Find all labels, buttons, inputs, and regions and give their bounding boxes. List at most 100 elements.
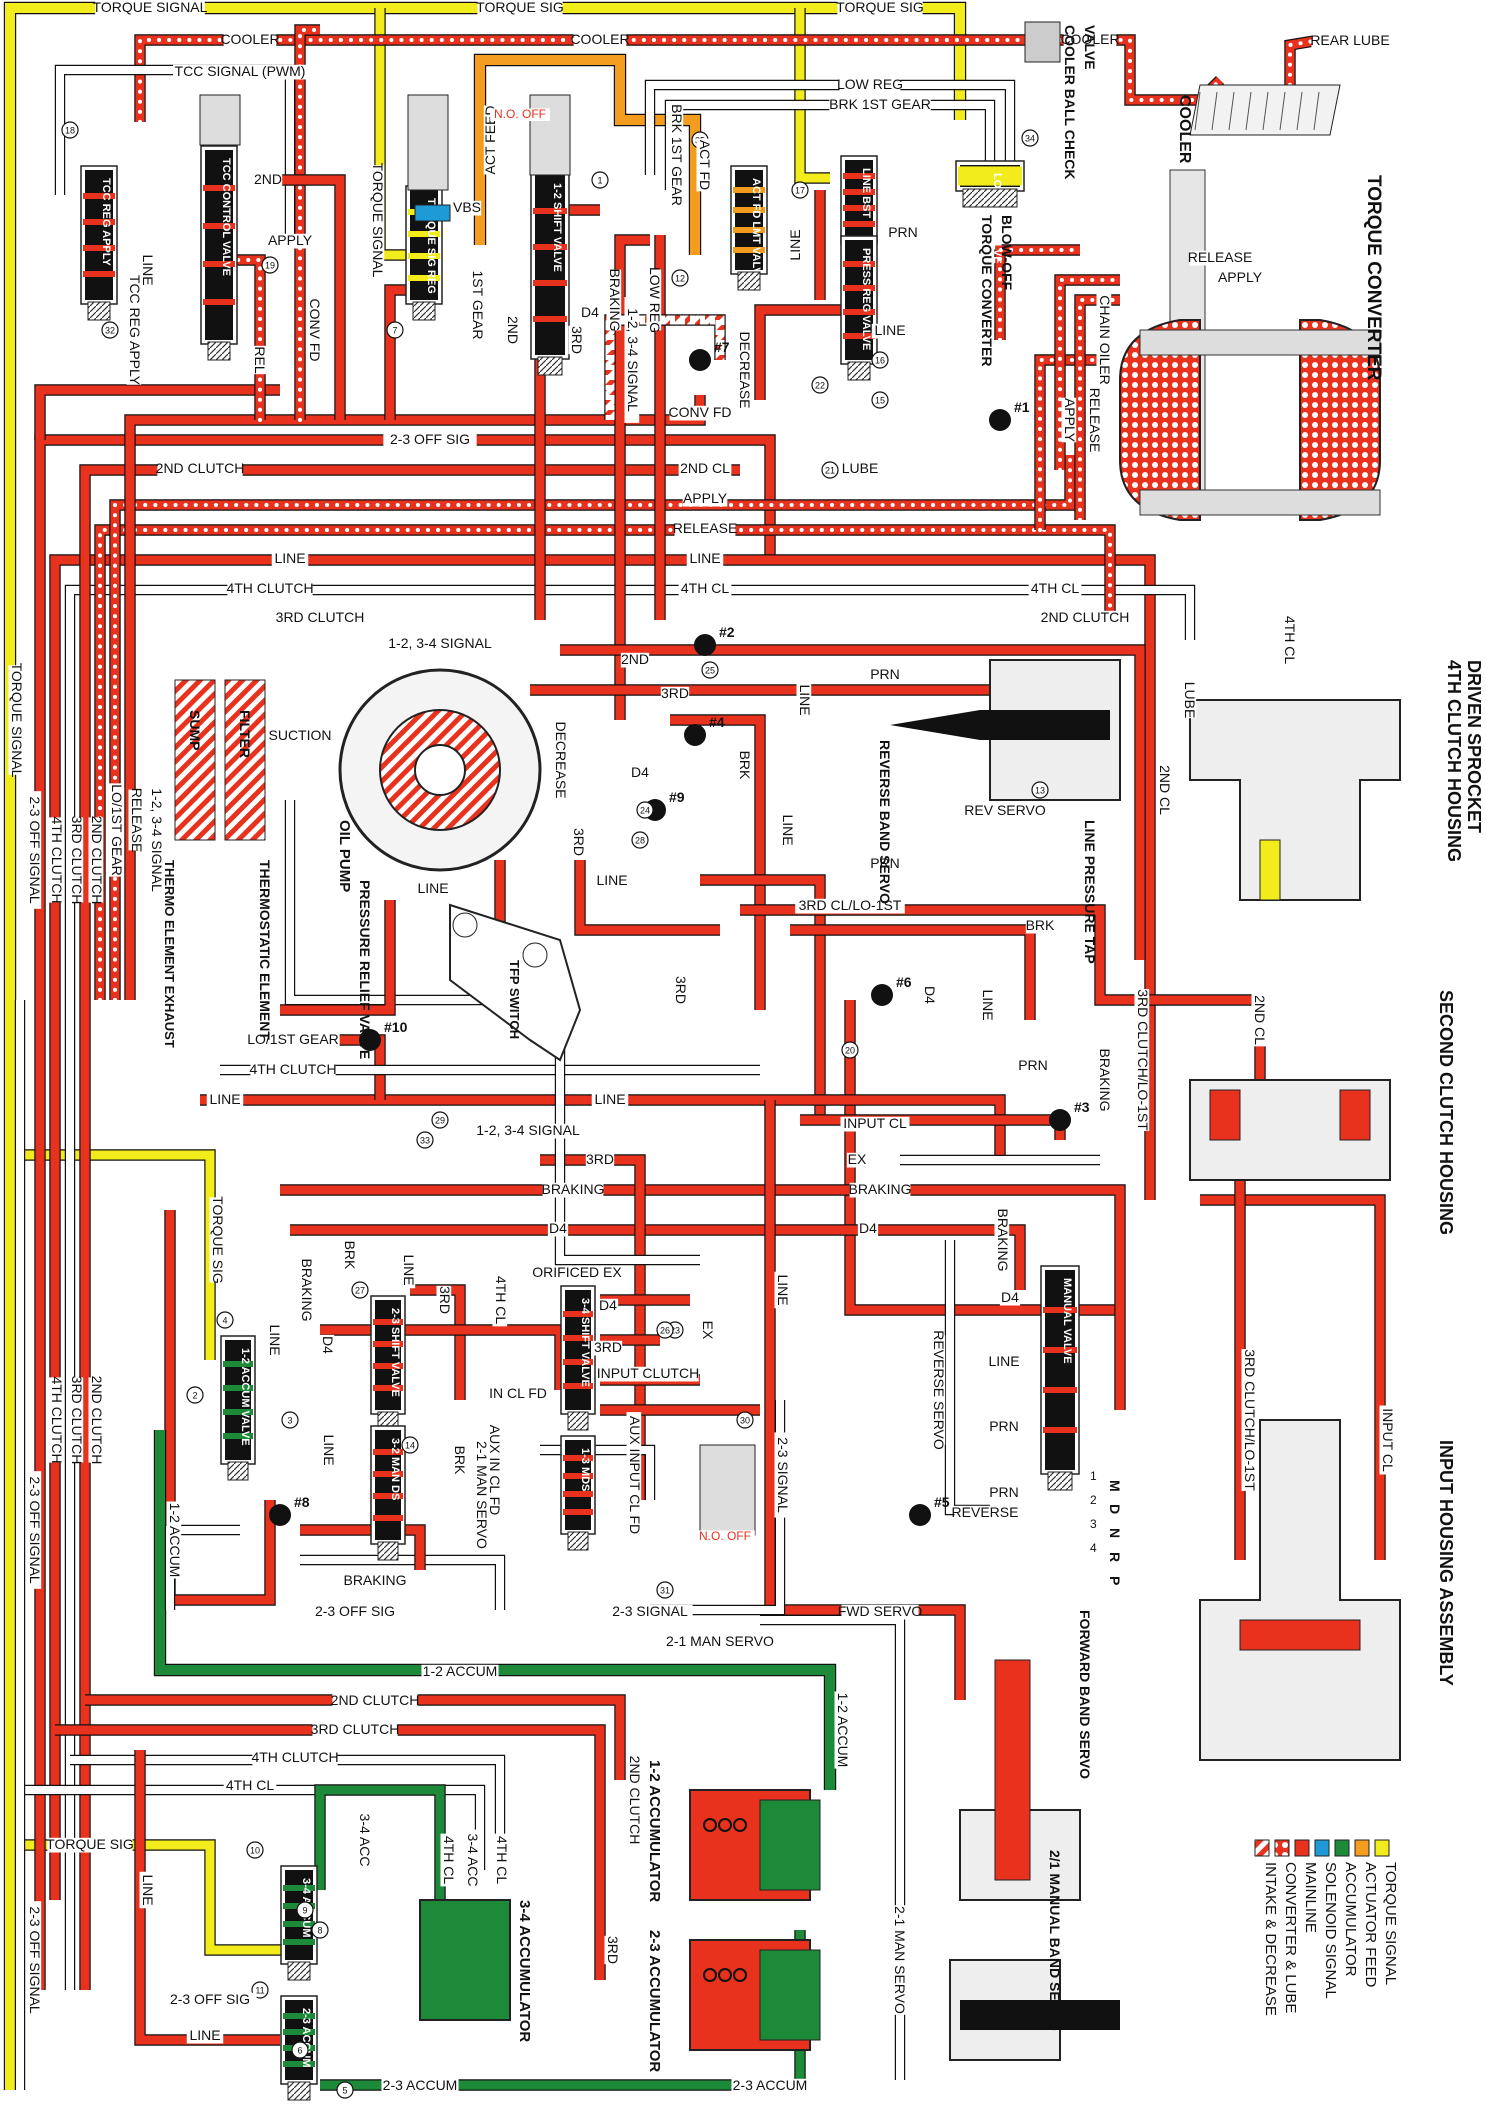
input-cl [800,1115,1065,1140]
orifice-number: 4 [222,1316,227,1326]
low-reg-spring [962,188,1018,208]
man-32-spring [377,1541,399,1561]
man-13-land [563,1509,593,1515]
circuit-label: 2-3 ACCUM [383,2077,458,2093]
circuit-label: LINE [689,550,720,566]
rear-lube-dots [1288,38,1322,97]
torque-converter [1119,169,1381,521]
label-bg [469,270,485,340]
label-bg [841,461,879,477]
shift-solenoid-1234 [529,94,571,176]
circuit-label: BRAKING [299,1258,315,1321]
circuit-label: LINE [874,322,905,338]
shift-12-spring [537,356,563,376]
label-bg [48,817,64,903]
press-reg-spool [845,240,873,360]
label-bg [246,1032,340,1048]
line-bottom [135,1750,280,2045]
circuit-label: 2ND CLUTCH [1041,609,1130,625]
circuit-label: D4 [549,1220,567,1236]
label-bg [682,491,728,507]
circuit-label: CHAIN OILER [1097,295,1113,384]
legend-swatch [1334,1839,1350,1857]
acc-12-valve-land [223,1361,253,1367]
orifice-number: 20 [845,1046,855,1056]
checkball-1-label: #1 [1014,399,1030,415]
legend-swatch [1314,1839,1330,1857]
shift-solenoid-23 [699,1444,756,1536]
acc-12-valve-spool [225,1340,251,1460]
cooler-fin [1313,91,1320,131]
label-bg [369,165,385,275]
label-bg [223,1778,277,1794]
acc-12-valve-spring [227,1461,249,1481]
label-bg [128,789,144,851]
circuit-label: BRK [1026,917,1055,933]
circuit-label: CONV FD [307,299,323,362]
circuit-label: REAR LUBE [1310,32,1389,48]
circuit-label: EX [700,1321,716,1340]
orifice [61,121,79,139]
circuit-label: PRN [1018,1057,1048,1073]
tcc-reg-apply-spring [87,301,111,321]
orifice-number: 7 [392,326,397,336]
acc23-piston [759,1949,821,2041]
pressure-relief-title: PRESSURE RELIEF VALVE [357,880,373,1059]
circuit-label: TCC REG APPLY [127,275,143,386]
label-bg [672,975,688,1005]
checkball-1 [989,409,1011,431]
range-letter: N [1107,1528,1123,1538]
circuit-label: DECREASE [737,331,753,408]
label-bg [1018,1058,1048,1074]
label-bg [731,2078,809,2094]
second-clutch-piston-r [1339,1089,1371,1141]
orifice [246,1841,264,1859]
orifice-number: 9 [302,1906,307,1916]
tcc-reg-apply-land [83,193,115,199]
third-row [540,1155,645,1500]
torque-sig-branch-outline [20,1149,216,1360]
label-bg [227,581,313,597]
circuit-label: LINE [980,989,996,1020]
circuit-label: FWD SERVO [838,1603,923,1619]
conv-fd-vert [295,25,320,420]
line-tap-title: LINE PRESSURE TAP [1082,820,1098,964]
release-line-dots [98,528,1112,1002]
label-bg [252,1750,338,1766]
rel-line-dots [228,258,262,422]
man-32-spool [375,1430,401,1540]
shift-34-land [563,1335,593,1341]
label-bg [88,1377,104,1463]
circuit-label: APPLY [1062,398,1078,443]
circuit-label: 4TH CL [226,1777,274,1793]
circuit-label: 3RD [605,1936,621,1964]
circuit-label: LINE [189,2027,220,2043]
circuit-label: RELEASE [1087,388,1103,453]
circuit-label: 3RD [594,1339,622,1355]
cl4-bottom [20,1786,484,1870]
label-bg [930,1335,946,1445]
acc23-spring-coil [703,1968,717,1982]
circuit-label: LINE [417,880,448,896]
braking-bottom [300,1525,425,1570]
shift-34-label: 3-4 SHIFT VALVE [579,1298,591,1387]
lo1st-mid [286,800,560,1004]
label-bg [148,777,164,903]
orifice [1031,781,1049,799]
shift12-line-b [615,235,650,720]
cooler-ball-check-title: VALVE [1082,25,1098,70]
circuit-label: RELEASE [673,520,738,536]
orifice [216,1311,234,1329]
label-bg [626,1412,642,1538]
label-bg [1181,681,1197,719]
press-reg-land [843,309,875,315]
orifice [296,1901,314,1919]
act-fd-lmt-land [733,227,765,233]
circuit-label: 2-1 MAN SERVO [666,1633,774,1649]
label-bg [857,1221,879,1237]
circuit-label: COOLER [1060,31,1119,47]
shift-34-spring [567,1411,589,1431]
range-letter: M [1107,1480,1123,1492]
label-bg [870,667,900,683]
